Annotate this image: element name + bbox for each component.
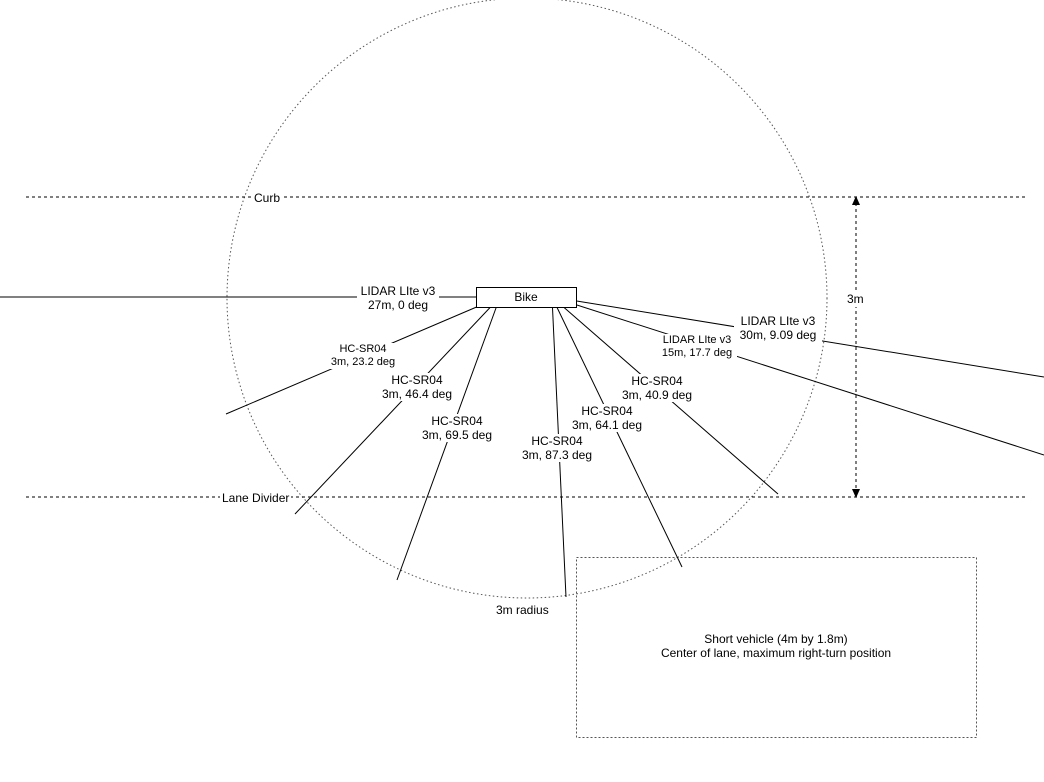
- sensor-spec: 3m, 64.1 deg: [571, 418, 643, 432]
- bike-box: [476, 287, 577, 308]
- sensor-model: HC-SR04: [581, 404, 633, 418]
- sensor-model: HC-SR04: [339, 343, 387, 355]
- sensor-label-lidar-9deg: LIDAR LIte v3 30m, 9.09 deg: [734, 314, 822, 342]
- sensor-model: HC-SR04: [391, 373, 443, 387]
- beam-lidar-17deg: [551, 296, 1044, 456]
- sensor-label-hcsr04-41deg: HC-SR04 3m, 40.9 deg: [617, 374, 697, 402]
- lane-divider-label: Lane Divider: [220, 491, 292, 505]
- sensor-spec: 30m, 9.09 deg: [739, 328, 817, 342]
- sensor-label-hcsr04-87deg: HC-SR04 3m, 87.3 deg: [517, 434, 597, 462]
- vehicle-label-line1: Short vehicle (4m by 1.8m): [704, 632, 848, 646]
- sensor-spec: 3m, 69.5 deg: [421, 428, 493, 442]
- sensor-spec: 3m, 23.2 deg: [330, 356, 396, 368]
- width-arrow-top: [852, 196, 860, 205]
- bike-label: Bike: [514, 290, 538, 304]
- sensor-spec: 15m, 17.7 deg: [661, 347, 733, 359]
- vehicle-label: Short vehicle (4m by 1.8m) Center of lan…: [577, 632, 975, 660]
- sensor-spec: 3m, 46.4 deg: [381, 387, 453, 401]
- sensor-model: LIDAR LIte v3: [360, 284, 436, 298]
- sensor-model: HC-SR04: [531, 434, 583, 448]
- width-arrow-bottom: [852, 489, 860, 498]
- radius-circle: [226, 0, 828, 599]
- sensor-spec: 27m, 0 deg: [367, 298, 429, 312]
- radius-label: 3m radius: [496, 603, 549, 617]
- width-dimension-label: 3m: [845, 291, 866, 307]
- beam-hcsr04-64deg: [551, 296, 683, 568]
- sensor-model: LIDAR LIte v3: [740, 314, 816, 328]
- sensor-spec: 3m, 40.9 deg: [621, 388, 693, 402]
- sensor-label-lidar-0deg: LIDAR LIte v3 27m, 0 deg: [357, 284, 439, 312]
- sensor-label-hcsr04-23deg: HC-SR04 3m, 23.2 deg: [326, 343, 400, 369]
- curb-label: Curb: [252, 191, 283, 205]
- vehicle-box: [576, 557, 977, 738]
- sensor-label-hcsr04-69deg: HC-SR04 3m, 69.5 deg: [417, 414, 497, 442]
- vehicle-label-line2: Center of lane, maximum right-turn posit…: [660, 646, 892, 660]
- sensor-model: LIDAR LIte v3: [662, 334, 732, 346]
- sensor-model: HC-SR04: [631, 374, 683, 388]
- sensor-label-hcsr04-46deg: HC-SR04 3m, 46.4 deg: [377, 373, 457, 401]
- beam-hcsr04-46deg-left: [294, 296, 501, 515]
- sensor-label-lidar-17deg: LIDAR LIte v3 15m, 17.7 deg: [657, 334, 737, 360]
- sensor-label-hcsr04-64deg: HC-SR04 3m, 64.1 deg: [567, 404, 647, 432]
- sensor-model: HC-SR04: [431, 414, 483, 428]
- sensor-spec: 3m, 87.3 deg: [521, 448, 593, 462]
